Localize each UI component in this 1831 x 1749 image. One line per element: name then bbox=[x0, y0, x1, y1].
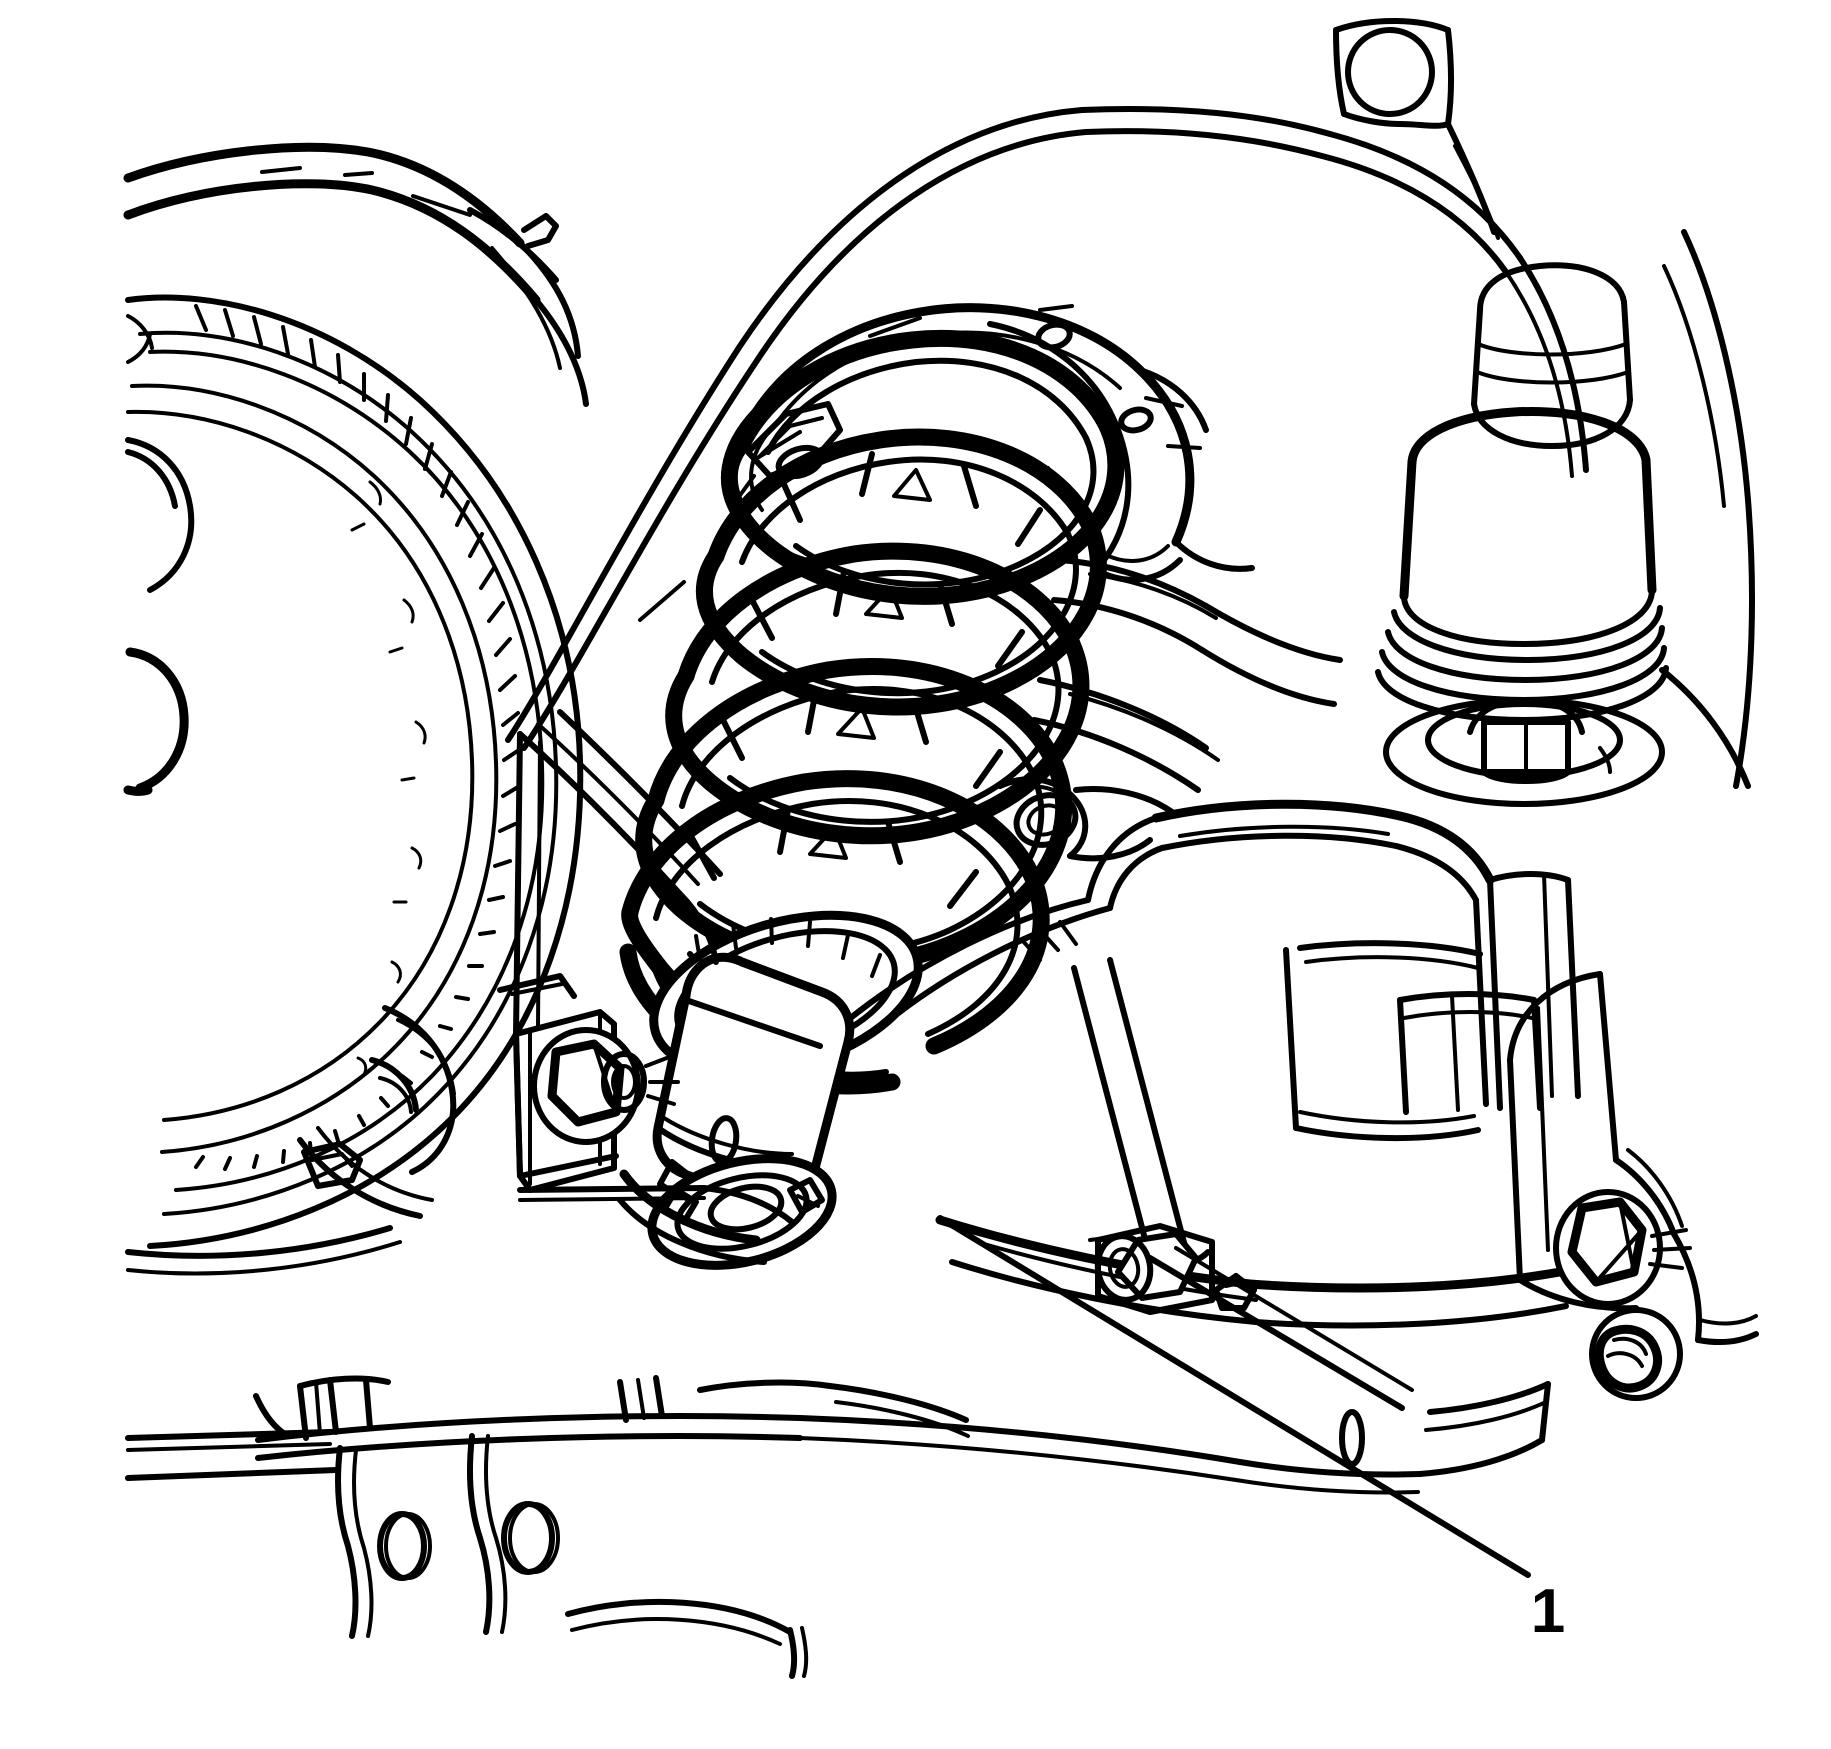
rotor-face-marks bbox=[350, 480, 427, 1078]
shock-collar-ticks bbox=[694, 917, 882, 978]
coil-overlap-marks bbox=[736, 466, 1066, 860]
knuckle-bracket bbox=[1507, 971, 1759, 1401]
frame-rail bbox=[125, 1375, 1551, 1679]
callout-number-1: 1 bbox=[1531, 1577, 1565, 1646]
diagonal-link bbox=[1147, 1246, 1414, 1411]
upper-control-arm bbox=[997, 557, 1343, 862]
subframe-crossmember bbox=[845, 799, 1581, 1268]
shock-absorber bbox=[617, 910, 923, 1270]
splash-shield bbox=[125, 1005, 457, 1276]
brake-rotor bbox=[123, 294, 584, 1249]
body-brace bbox=[513, 709, 723, 1037]
heat-shield-panel bbox=[1397, 991, 1543, 1115]
coil-shading bbox=[689, 451, 1043, 909]
wheel-house-panel bbox=[123, 142, 589, 407]
lower-boss bbox=[1589, 1307, 1683, 1401]
upper-body-panel bbox=[505, 18, 1589, 751]
left-mount-bracket bbox=[497, 973, 795, 1225]
suspension-bushing bbox=[1375, 229, 1755, 807]
hex-bolt-left bbox=[531, 1027, 680, 1145]
callout-1-group: 1 bbox=[937, 1215, 1565, 1646]
hex-bolt-right bbox=[1553, 1189, 1692, 1307]
callout-leader-line bbox=[937, 1215, 1531, 1578]
